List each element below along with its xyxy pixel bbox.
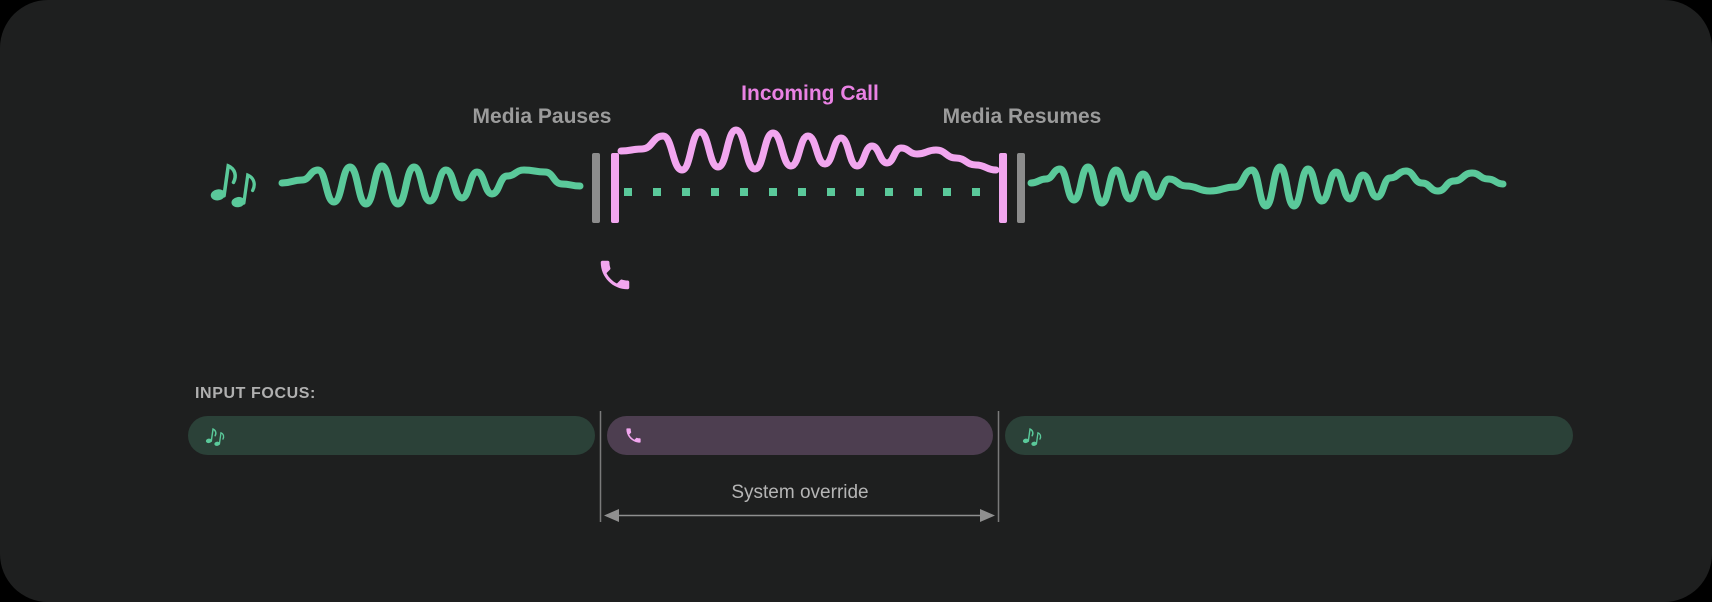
media-pauses-label: Media Pauses: [472, 105, 612, 128]
input-focus-label: INPUT FOCUS:: [195, 385, 316, 402]
incoming-call-wave: [617, 126, 1000, 174]
media-resume-marker-gray: [1017, 153, 1025, 223]
media-focus-pill-after: [1005, 416, 1573, 455]
media-pause-marker-pink: [611, 153, 619, 223]
system-override-arrow: [604, 509, 995, 522]
media-resumes-label: Media Resumes: [942, 105, 1102, 128]
media-wave-before: [278, 162, 584, 208]
music-notes-icon: [208, 162, 259, 210]
music-notes-icon: [205, 425, 229, 447]
phone-icon: [624, 426, 643, 445]
phone-icon: [600, 260, 630, 290]
music-notes-icon: [1022, 425, 1046, 447]
media-pause-marker-gray: [592, 153, 600, 223]
media-resume-marker-pink: [999, 153, 1007, 223]
call-focus-pill: [607, 416, 993, 455]
system-override-label: System override: [731, 482, 869, 503]
media-focus-pill-before: [188, 416, 595, 455]
media-wave-after: [1027, 163, 1507, 210]
incoming-call-label: Incoming Call: [741, 82, 879, 105]
